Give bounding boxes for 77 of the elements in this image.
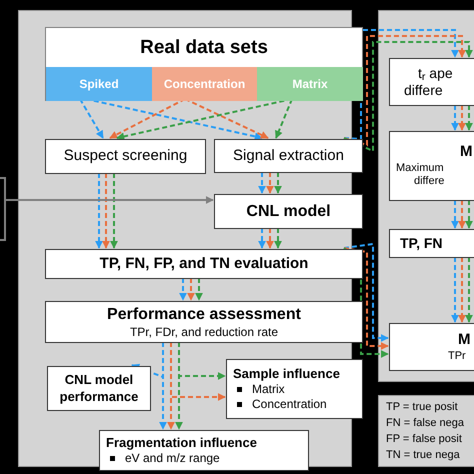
box-title: M bbox=[459, 142, 472, 162]
arrow bbox=[95, 173, 103, 249]
list-item: eV and m/z range bbox=[125, 451, 220, 466]
arrow bbox=[458, 105, 466, 131]
arrow bbox=[266, 228, 274, 249]
box-title: Concentration bbox=[164, 76, 246, 93]
arrow bbox=[458, 200, 466, 229]
data-sets-box bbox=[45, 27, 363, 101]
arrow bbox=[465, 257, 473, 323]
process-box bbox=[389, 229, 474, 258]
arrow bbox=[159, 342, 167, 430]
arrow bbox=[179, 278, 187, 301]
arrow bbox=[184, 98, 269, 139]
box-title: CNL model bbox=[246, 202, 331, 222]
arrow bbox=[344, 35, 466, 146]
arrow bbox=[266, 172, 274, 194]
arrow bbox=[5, 196, 214, 204]
box-title: M bbox=[457, 330, 470, 350]
category-band bbox=[257, 67, 363, 101]
box-title: Signal extraction bbox=[233, 146, 344, 166]
arrow bbox=[465, 200, 473, 229]
box-text: differe bbox=[403, 82, 443, 100]
result-box bbox=[47, 366, 151, 411]
box-text: TPr, FDr, and reduction rate bbox=[130, 324, 278, 340]
result-box bbox=[226, 359, 363, 419]
arrow bbox=[258, 228, 266, 249]
result-box bbox=[99, 430, 309, 471]
box-title: Real data sets bbox=[140, 36, 268, 60]
list-item: Concentration bbox=[252, 397, 327, 412]
box-text: Maximum bbox=[395, 162, 444, 176]
box-title: TP, FN bbox=[399, 234, 443, 253]
arrow bbox=[175, 342, 183, 430]
box-text: FP = false posit bbox=[386, 432, 462, 447]
box-title: Matrix bbox=[292, 76, 328, 93]
arrow bbox=[274, 228, 282, 249]
arrow bbox=[187, 278, 195, 301]
box-title: Fragmentation influence bbox=[106, 434, 257, 452]
arrow bbox=[79, 98, 104, 139]
process-box bbox=[45, 139, 206, 174]
process-box bbox=[214, 139, 363, 173]
arrow bbox=[109, 98, 186, 139]
arrow bbox=[195, 278, 203, 301]
box-title: Performance assessment bbox=[107, 304, 301, 324]
category-band bbox=[46, 67, 152, 101]
process-box bbox=[389, 58, 474, 106]
process-box bbox=[389, 131, 474, 201]
box-title: CNL model performance bbox=[58, 372, 140, 405]
box-title: Suspect screening bbox=[64, 146, 188, 166]
box-title: Spiked bbox=[79, 76, 119, 93]
process-box bbox=[389, 323, 474, 371]
arrow bbox=[451, 105, 459, 131]
box-text: TPr bbox=[447, 350, 466, 364]
box-title: Sample influence bbox=[233, 366, 340, 382]
arrow bbox=[451, 257, 459, 323]
arrow bbox=[465, 105, 473, 131]
arrow bbox=[102, 173, 110, 249]
process-box bbox=[45, 301, 363, 343]
arrow bbox=[167, 342, 175, 430]
arrow bbox=[275, 98, 293, 139]
process-box bbox=[214, 194, 363, 229]
box-title: TP = true posit bbox=[386, 400, 458, 415]
box-title: t$_{r}$ ape bbox=[417, 64, 453, 82]
list-item: Matrix bbox=[252, 382, 285, 398]
arrow bbox=[451, 200, 459, 229]
arrow bbox=[110, 173, 118, 249]
abbreviation-box bbox=[378, 395, 474, 467]
box-text: TN = true nega bbox=[386, 448, 460, 463]
arrow bbox=[274, 172, 282, 194]
panel-background bbox=[378, 10, 474, 382]
box-text: FN = false nega bbox=[386, 416, 464, 431]
box-title: TP, FN, FP, and TN evaluation bbox=[100, 254, 308, 274]
arrow bbox=[258, 172, 266, 194]
process-box bbox=[45, 249, 363, 279]
category-band bbox=[152, 67, 257, 101]
arrow bbox=[344, 41, 473, 153]
box-text: differe bbox=[413, 175, 444, 190]
arrow bbox=[458, 257, 466, 323]
